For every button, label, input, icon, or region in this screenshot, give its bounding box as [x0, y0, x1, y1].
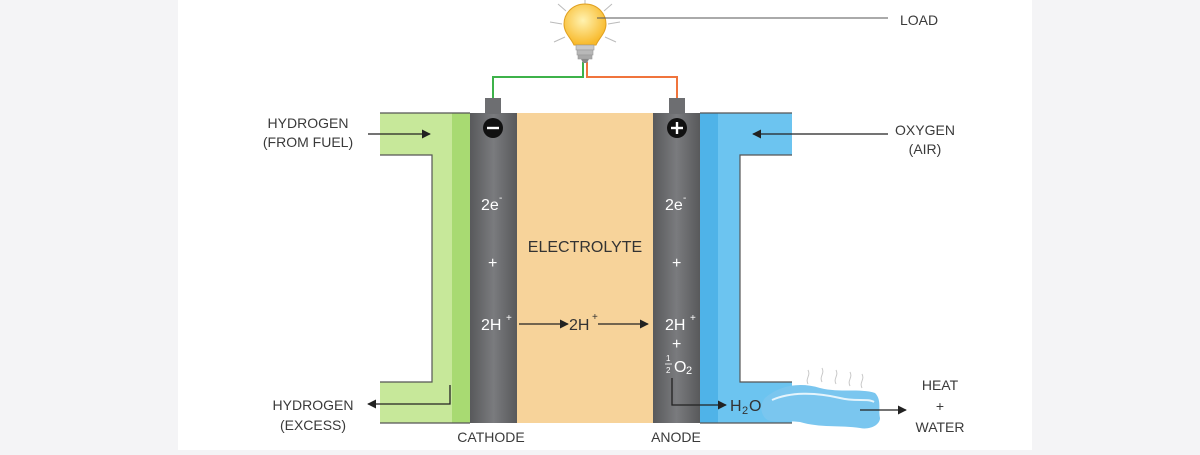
water-label: H: [730, 398, 742, 415]
negative-terminal-icon: [483, 118, 503, 138]
water-splash-icon: [761, 367, 880, 429]
water-label-o: O: [749, 398, 761, 415]
cathode-electrode: [470, 113, 517, 423]
water-arrow: [671, 378, 727, 410]
cathode-terminal: [485, 98, 501, 114]
oxygen-label-1: OXYGEN: [895, 122, 955, 138]
cathode-electrons: 2e: [481, 197, 499, 214]
middle-protons: 2H: [569, 317, 589, 334]
oxygen-channel-edge: [700, 113, 718, 423]
hydrogen-out-arrow: [367, 385, 451, 409]
hydrogen-channel-edge: [452, 113, 470, 423]
anode-oxygen-sub: 2: [686, 365, 692, 377]
load-label: LOAD: [900, 12, 938, 28]
cathode-label: CATHODE: [457, 429, 524, 445]
hydrogen-channel-outline: [380, 112, 470, 424]
hydrogen-in-label-2: (FROM FUEL): [263, 134, 353, 150]
anode-oxygen: O: [674, 359, 686, 376]
hydrogen-out-label-1: HYDROGEN: [273, 397, 354, 413]
hydrogen-out-label-2: (EXCESS): [280, 417, 346, 433]
anode-electrons: 2e: [665, 197, 683, 214]
heat-label-1: HEAT: [922, 377, 959, 393]
half-fraction-num: 1: [666, 354, 671, 363]
cathode-plus: +: [488, 255, 497, 272]
anode-plus-2: +: [672, 336, 681, 353]
oxygen-channel: [700, 113, 792, 423]
anode-terminal: [669, 98, 685, 114]
anode-protons-sup: +: [690, 313, 696, 324]
anode-label: ANODE: [651, 429, 701, 445]
heat-label-plus: +: [936, 398, 944, 414]
hydrogen-in-label-1: HYDROGEN: [268, 115, 349, 131]
middle-protons-sup: +: [592, 312, 598, 323]
electrolyte-label: ELECTROLYTE: [528, 239, 642, 256]
light-bulb-icon: [549, 0, 621, 63]
anode-electrons-sup: -: [683, 193, 686, 204]
oxygen-label-2: (AIR): [909, 141, 942, 157]
positive-wire: [586, 62, 678, 98]
cathode-electrons-sup: -: [499, 193, 502, 204]
cathode-protons-sup: +: [506, 313, 512, 324]
anode-protons: 2H: [665, 317, 685, 334]
anode-plus: +: [672, 255, 681, 272]
negative-wire: [492, 62, 584, 98]
heat-label-2: WATER: [916, 419, 965, 435]
anode-electrode: [653, 113, 700, 423]
water-sub: 2: [742, 405, 748, 417]
hydrogen-channel: [380, 113, 470, 423]
positive-terminal-icon: [667, 118, 687, 138]
electrolyte-block: [517, 113, 653, 423]
oxygen-channel-outline: [700, 112, 792, 424]
half-fraction-den: 2: [666, 366, 671, 375]
cathode-protons: 2H: [481, 317, 501, 334]
